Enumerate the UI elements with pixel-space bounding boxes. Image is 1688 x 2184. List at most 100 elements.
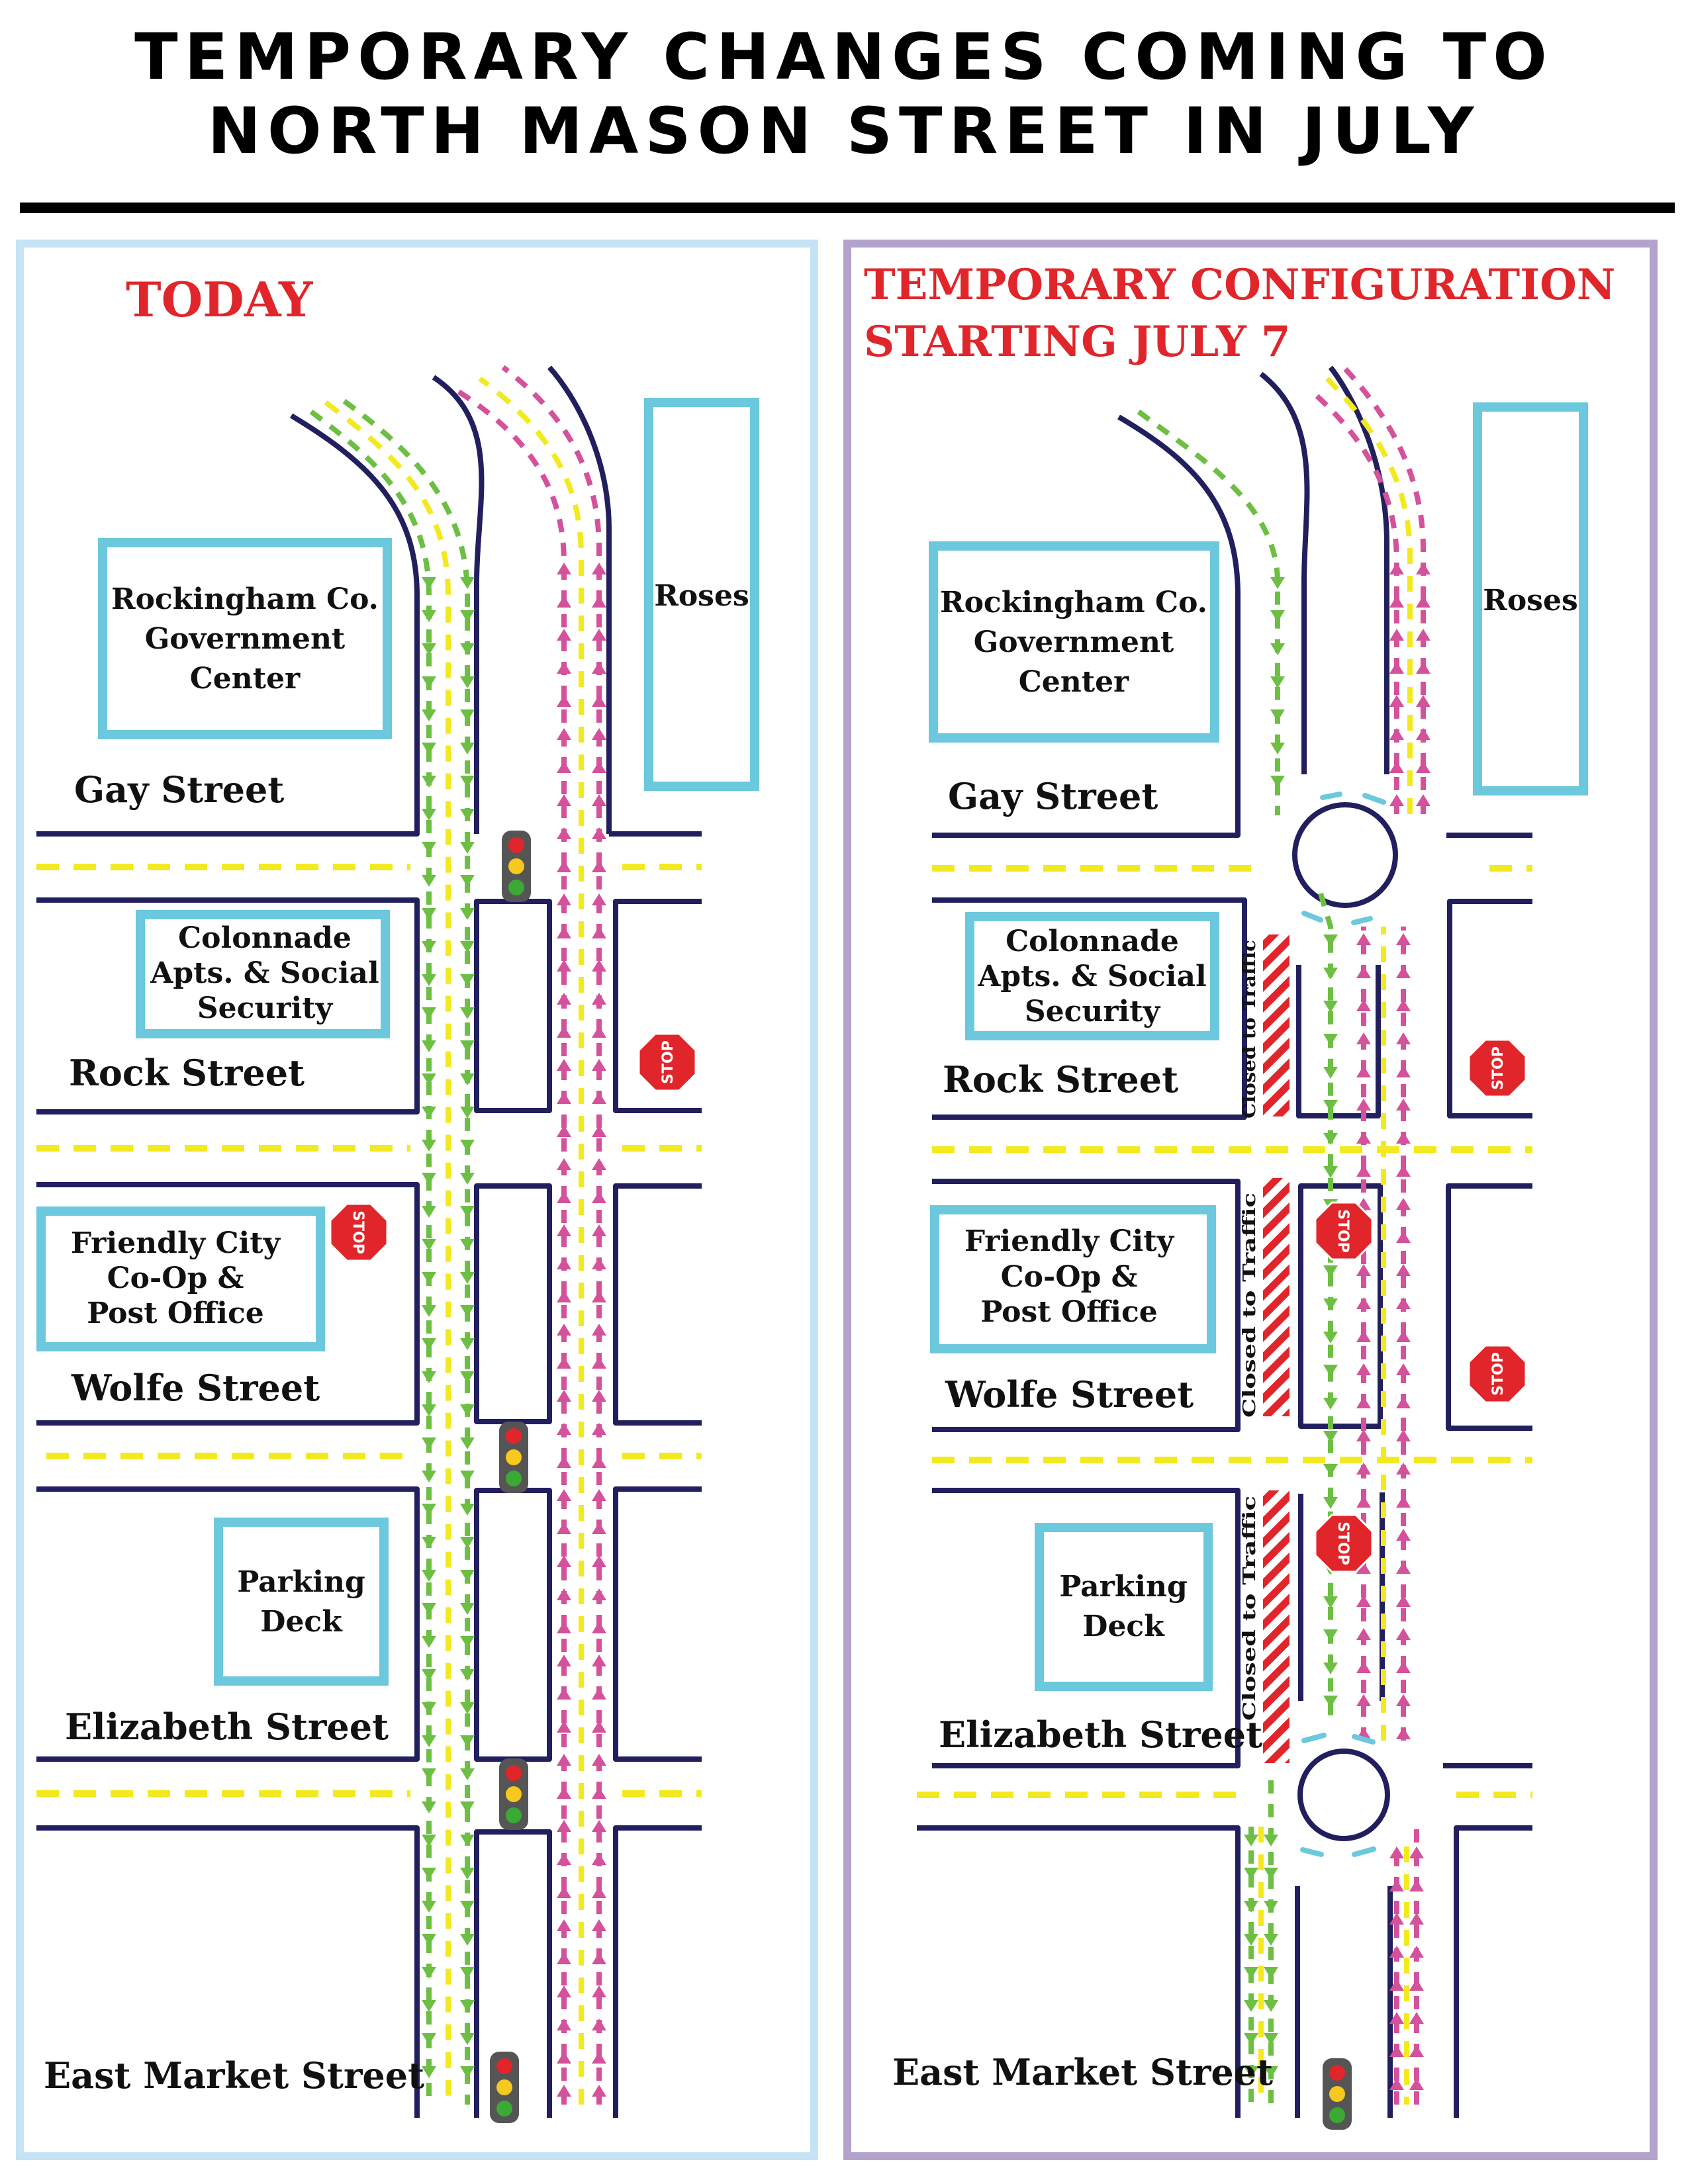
southbound-arrow-icon [422,1702,436,1714]
northbound-arrow-icon [592,1555,606,1567]
southbound-arrow-icon [460,1305,475,1317]
northbound-arrow-icon [1396,1463,1411,1475]
northbound-arrow-icon [1356,1595,1371,1607]
southbound-arrow-icon [422,1305,436,1317]
southbound-arrow-icon [422,1338,436,1350]
today-colonnade-line-1: Colonnade [178,921,352,955]
northbound-arrow-icon [1356,1066,1371,1077]
southbound-arrow-icon [1264,1934,1278,1946]
temporary-colonnade-line-1: Colonnade [1006,925,1179,958]
southbound-arrow-icon [460,709,475,721]
northbound-arrow-icon [592,1886,606,1898]
today-government-center-line-3: Center [190,662,301,696]
northbound-arrow-icon [1356,1562,1371,1574]
southbound-arrow-icon [422,676,436,688]
northbound-arrow-icon [557,629,571,641]
northbound-arrow-icon [1396,1165,1411,1177]
northbound-arrow-icon [1389,629,1404,641]
southbound-arrow-icon [1244,1868,1258,1880]
southbound-arrow-icon [460,1471,475,1482]
southbound-arrow-icon [460,809,475,821]
southbound-arrow-icon [1244,1835,1258,1846]
northbound-arrow-icon [1389,596,1404,608]
northbound-arrow-icon [592,629,606,641]
southbound-arrow-icon [422,610,436,622]
northbound-arrow-icon [557,1092,571,1104]
southbound-arrow-icon [422,743,436,754]
southbound-arrow-icon [460,1140,475,1152]
northbound-arrow-icon [557,563,571,574]
today-stop-sign-friendly-label: STOP [350,1210,366,1254]
southbound-arrow-icon [1270,776,1285,788]
southbound-arrow-icon [422,1835,436,1846]
northbound-arrow-icon [592,1158,606,1170]
northbound-arrow-icon [592,960,606,972]
temporary-traffic-signal-market [1323,2058,1352,2130]
northbound-arrow-icon [592,1092,606,1104]
temporary-stop-sign-parking-label: STOP [1335,1522,1351,1565]
northbound-arrow-icon [592,1291,606,1302]
southbound-arrow-icon [422,1073,436,1085]
northbound-arrow-icon [1396,1396,1411,1408]
northbound-arrow-icon [592,794,606,806]
temporary-heading-line-2: STARTING JULY 7 [864,317,1291,367]
today-east-market-street: East Market Street [44,2054,424,2097]
today-panel-frame [16,240,818,2160]
temporary-stop-sign-friendly-label: STOP [1335,1209,1351,1253]
temporary-closed-label-rock: Closed to Traffic [1240,940,1260,1118]
temporary-parking-deck [1035,1523,1213,1691]
northbound-arrow-icon [557,1423,571,1435]
temporary-government-center-line-2: Government [974,625,1174,659]
northbound-arrow-icon [592,1853,606,1865]
northbound-arrow-icon [557,1291,571,1302]
northbound-arrow-icon [1409,1979,1424,1991]
northbound-arrow-icon [1409,2078,1424,2090]
southbound-arrow-icon [1323,1596,1338,1608]
northbound-arrow-icon [1356,1396,1371,1408]
northbound-arrow-icon [592,1919,606,1931]
temporary-closure-parking [1263,1490,1289,1763]
northbound-arrow-icon [592,1191,606,1203]
northbound-arrow-icon [1356,1165,1371,1177]
temporary-stop-sign-parking: STOP [1314,1514,1374,1573]
northbound-arrow-icon [592,1026,606,1038]
southbound-arrow-icon [1323,1133,1338,1145]
southbound-arrow-icon [422,809,436,821]
northbound-arrow-icon [557,1489,571,1501]
northbound-arrow-icon [1356,1330,1371,1342]
northbound-arrow-icon [1416,728,1430,740]
northbound-arrow-icon [1356,1297,1371,1309]
northbound-arrow-icon [557,794,571,806]
today-colonnade-line-3: Security [197,991,334,1025]
northbound-arrow-icon [592,596,606,608]
temporary-stop-sign-rock: STOP [1468,1038,1527,1098]
southbound-arrow-icon [422,577,436,589]
today-stop-sign-rock: STOP [637,1032,697,1092]
northbound-arrow-icon [1396,1297,1411,1309]
southbound-arrow-icon [422,2033,436,2045]
southbound-arrow-icon [422,1471,436,1482]
southbound-arrow-icon [460,1206,475,1218]
southbound-arrow-icon [1323,1332,1338,1343]
southbound-arrow-icon [460,610,475,622]
southbound-arrow-icon [460,842,475,854]
northbound-arrow-icon [1396,1132,1411,1144]
today-friendly-city-line-1: Friendly City [71,1226,281,1260]
southbound-arrow-icon [460,1537,475,1549]
northbound-arrow-icon [592,1489,606,1501]
northbound-arrow-icon [1356,999,1371,1011]
southbound-arrow-icon [422,1206,436,1218]
northbound-arrow-icon [1396,966,1411,978]
temporary-closed-label-parking: Closed to Traffic [1240,1496,1260,1721]
northbound-arrow-icon [1396,1363,1411,1375]
northbound-arrow-icon [592,1655,606,1666]
today-stop-sign-rock-label: STOP [660,1040,677,1084]
southbound-arrow-icon [422,1437,436,1449]
northbound-arrow-icon [557,860,571,872]
southbound-arrow-icon [460,1967,475,1979]
northbound-arrow-icon [1396,1231,1411,1243]
southbound-arrow-icon [460,875,475,887]
southbound-arrow-icon [422,974,436,986]
today-stop-sign-friendly: STOP [329,1203,389,1262]
southbound-arrow-icon [460,941,475,953]
